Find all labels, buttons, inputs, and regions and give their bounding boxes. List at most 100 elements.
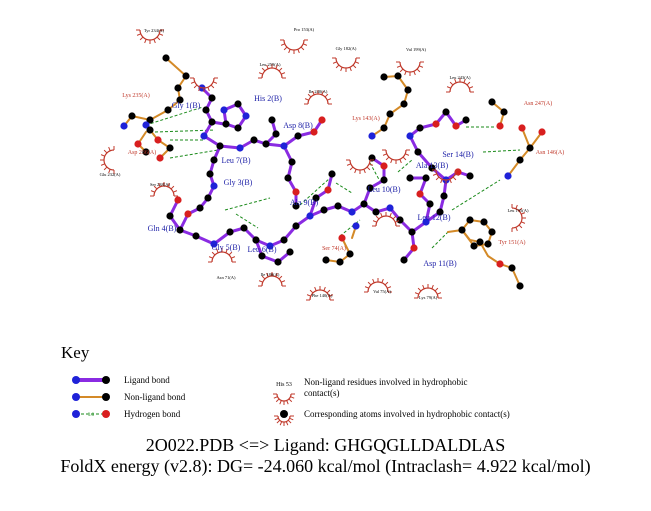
hydrophobic-contacts bbox=[100, 29, 526, 301]
atom bbox=[372, 208, 380, 216]
atom bbox=[338, 234, 346, 242]
atom bbox=[500, 108, 508, 116]
key-nonligand-bond-label: Non-ligand bond bbox=[124, 392, 186, 402]
residue-label: Tyr 151(A) bbox=[498, 239, 525, 246]
key-hbond-o bbox=[102, 410, 110, 418]
residue-asn146-bonds bbox=[507, 131, 543, 177]
atom bbox=[318, 116, 326, 124]
atom bbox=[404, 86, 412, 94]
residue-label: Gly 1(B) bbox=[172, 101, 201, 110]
atom bbox=[488, 98, 496, 106]
key-hydrophobic-example: His 53 bbox=[276, 382, 292, 388]
atom bbox=[458, 226, 466, 234]
atom bbox=[406, 174, 414, 182]
hydrophobic-arc bbox=[274, 415, 294, 426]
atom bbox=[380, 73, 388, 81]
atom bbox=[176, 96, 184, 104]
hydrogen-bonds bbox=[145, 106, 521, 249]
residue-label: Glu 232(A) bbox=[100, 172, 121, 177]
atom bbox=[408, 228, 416, 236]
key-ligand-bond-n bbox=[72, 376, 80, 384]
atom bbox=[396, 216, 404, 224]
hydrophobic-arc bbox=[511, 204, 526, 232]
atom bbox=[476, 238, 484, 246]
atom bbox=[210, 182, 218, 190]
atom bbox=[164, 106, 172, 114]
hydrophobic-arc bbox=[306, 286, 334, 301]
residue-label: Ala 9(B) bbox=[290, 198, 319, 207]
atom bbox=[496, 260, 504, 268]
atom bbox=[310, 128, 318, 136]
atom bbox=[352, 222, 360, 230]
atom bbox=[274, 258, 282, 266]
atom bbox=[182, 72, 190, 80]
residue-label: Leu 259(A) bbox=[259, 62, 281, 67]
atom bbox=[538, 128, 546, 136]
atom bbox=[208, 94, 216, 102]
hydrophobic-arc bbox=[396, 61, 424, 76]
atom bbox=[234, 124, 242, 132]
atom bbox=[518, 124, 526, 132]
atom bbox=[120, 122, 128, 130]
atoms bbox=[120, 54, 546, 290]
atom bbox=[422, 174, 430, 182]
hydrophobic-arc bbox=[432, 169, 460, 184]
residue-label: Lys 235(A) bbox=[122, 92, 150, 99]
atom bbox=[366, 184, 374, 192]
atom bbox=[196, 204, 204, 212]
atom bbox=[368, 132, 376, 140]
residue-labels: Gly 1(B)His 2(B)Gly 3(B)Gln 4(B)Gly 5(B)… bbox=[100, 27, 565, 300]
atom bbox=[292, 202, 300, 210]
atom bbox=[508, 264, 516, 272]
residue-label: Asn 71(A) bbox=[216, 275, 236, 280]
atom bbox=[242, 112, 250, 120]
residue-label: Ala 13(B) bbox=[416, 161, 449, 170]
key-title: Key bbox=[61, 343, 90, 362]
key-hbond-label: Hydrogen bond bbox=[124, 409, 181, 419]
atom bbox=[222, 120, 230, 128]
hydrophobic-arc bbox=[273, 393, 295, 405]
atom bbox=[306, 212, 314, 220]
atom bbox=[348, 208, 356, 216]
atom bbox=[210, 156, 218, 164]
residue-label: Ser 74(A) bbox=[322, 245, 346, 252]
atom bbox=[422, 218, 430, 226]
atom bbox=[252, 236, 260, 244]
key-hydrophobic-atom bbox=[274, 410, 294, 426]
hbond-line bbox=[335, 182, 353, 194]
atom bbox=[480, 218, 488, 226]
atom bbox=[406, 132, 414, 140]
atom bbox=[432, 120, 440, 128]
atom bbox=[286, 248, 294, 256]
atom bbox=[410, 244, 418, 252]
residue-label: Asn 146(A) bbox=[536, 149, 565, 156]
residue-label: Pro 153(A) bbox=[294, 27, 315, 32]
atom bbox=[466, 216, 474, 224]
atom bbox=[320, 206, 328, 214]
atom bbox=[156, 154, 164, 162]
atom bbox=[134, 140, 142, 148]
hydrophobic-arc bbox=[372, 212, 400, 227]
atom bbox=[470, 242, 478, 250]
atom bbox=[174, 196, 182, 204]
key-hydrophobic-atoms-label: Corresponding atoms involved in hydropho… bbox=[304, 409, 510, 419]
hbond-line bbox=[482, 149, 521, 153]
atom bbox=[394, 72, 402, 80]
atom bbox=[380, 124, 388, 132]
residue-label: Gln 4(B) bbox=[148, 224, 177, 233]
residue-label: Leu 10(B) bbox=[367, 185, 400, 194]
atom bbox=[146, 126, 154, 134]
residue-label: His 2(B) bbox=[254, 94, 282, 103]
ligand-asp8-link bbox=[264, 142, 298, 208]
key-hydrophobic-arc bbox=[273, 393, 295, 405]
key-hydrophobic-residues-label: Non-ligand residues involved in hydropho… bbox=[304, 377, 468, 398]
key-nonligand-bond-c bbox=[102, 393, 110, 401]
atom bbox=[452, 122, 460, 130]
atom bbox=[312, 194, 320, 202]
atom bbox=[328, 170, 336, 178]
atom bbox=[466, 172, 474, 180]
key-hydrophobic-atom-dot bbox=[280, 410, 288, 418]
atom bbox=[220, 106, 228, 114]
atom bbox=[262, 140, 270, 148]
residue-label: Lys 79(A) bbox=[419, 295, 438, 300]
